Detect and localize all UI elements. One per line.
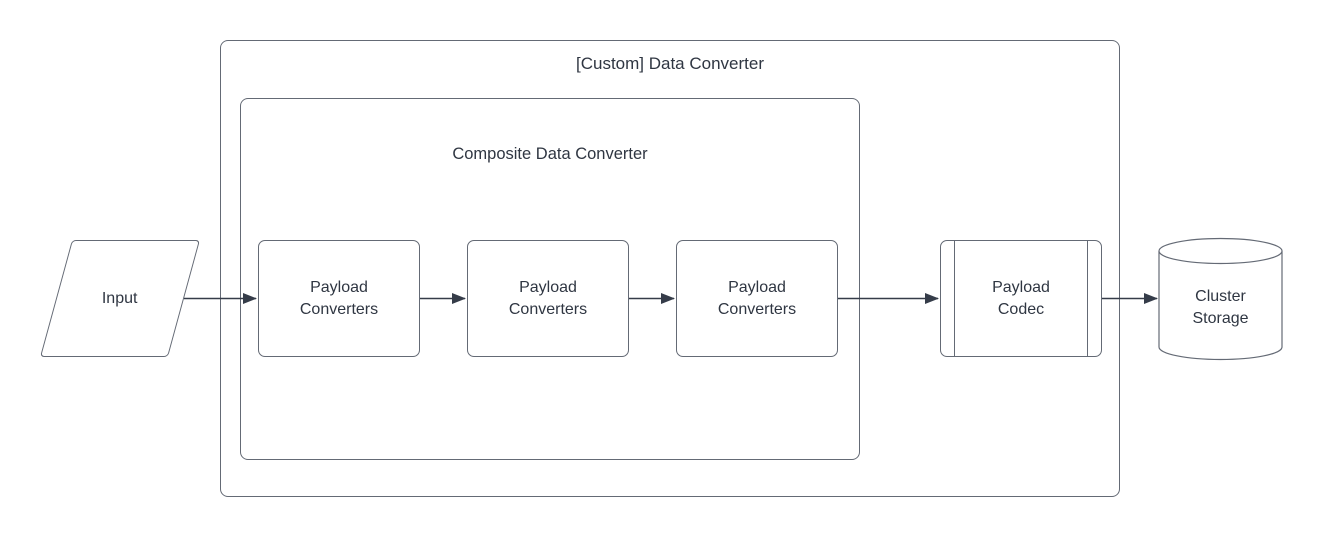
payload-codec-label: Payload Codec — [992, 278, 1050, 318]
payload-converters-node-2: Payload Converters — [467, 240, 629, 357]
inner-container-title: Composite Data Converter — [452, 145, 648, 163]
payload-codec-node: Payload Codec — [940, 240, 1102, 357]
payload-converters-node-1: Payload Converters — [258, 240, 420, 357]
payload-converters-label-3: Payload Converters — [717, 278, 797, 318]
payload-converters-label-1: Payload Converters — [299, 278, 379, 318]
outer-container-custom-data-converter: [Custom] Data Converter — [220, 40, 1120, 497]
payload-converters-node-3: Payload Converters — [676, 240, 838, 357]
outer-container-title: [Custom] Data Converter — [575, 54, 764, 73]
payload-converters-label-2: Payload Converters — [508, 278, 588, 318]
cluster-storage-node: Cluster Storage — [1159, 258, 1282, 358]
codec-right-bar — [1087, 241, 1088, 356]
inner-container-composite-data-converter: Composite Data Converter — [240, 98, 860, 460]
codec-left-bar — [954, 241, 955, 356]
input-node: Input — [39, 240, 201, 357]
input-label: Input — [102, 289, 138, 307]
cluster-storage-label: Cluster Storage — [1192, 288, 1249, 327]
